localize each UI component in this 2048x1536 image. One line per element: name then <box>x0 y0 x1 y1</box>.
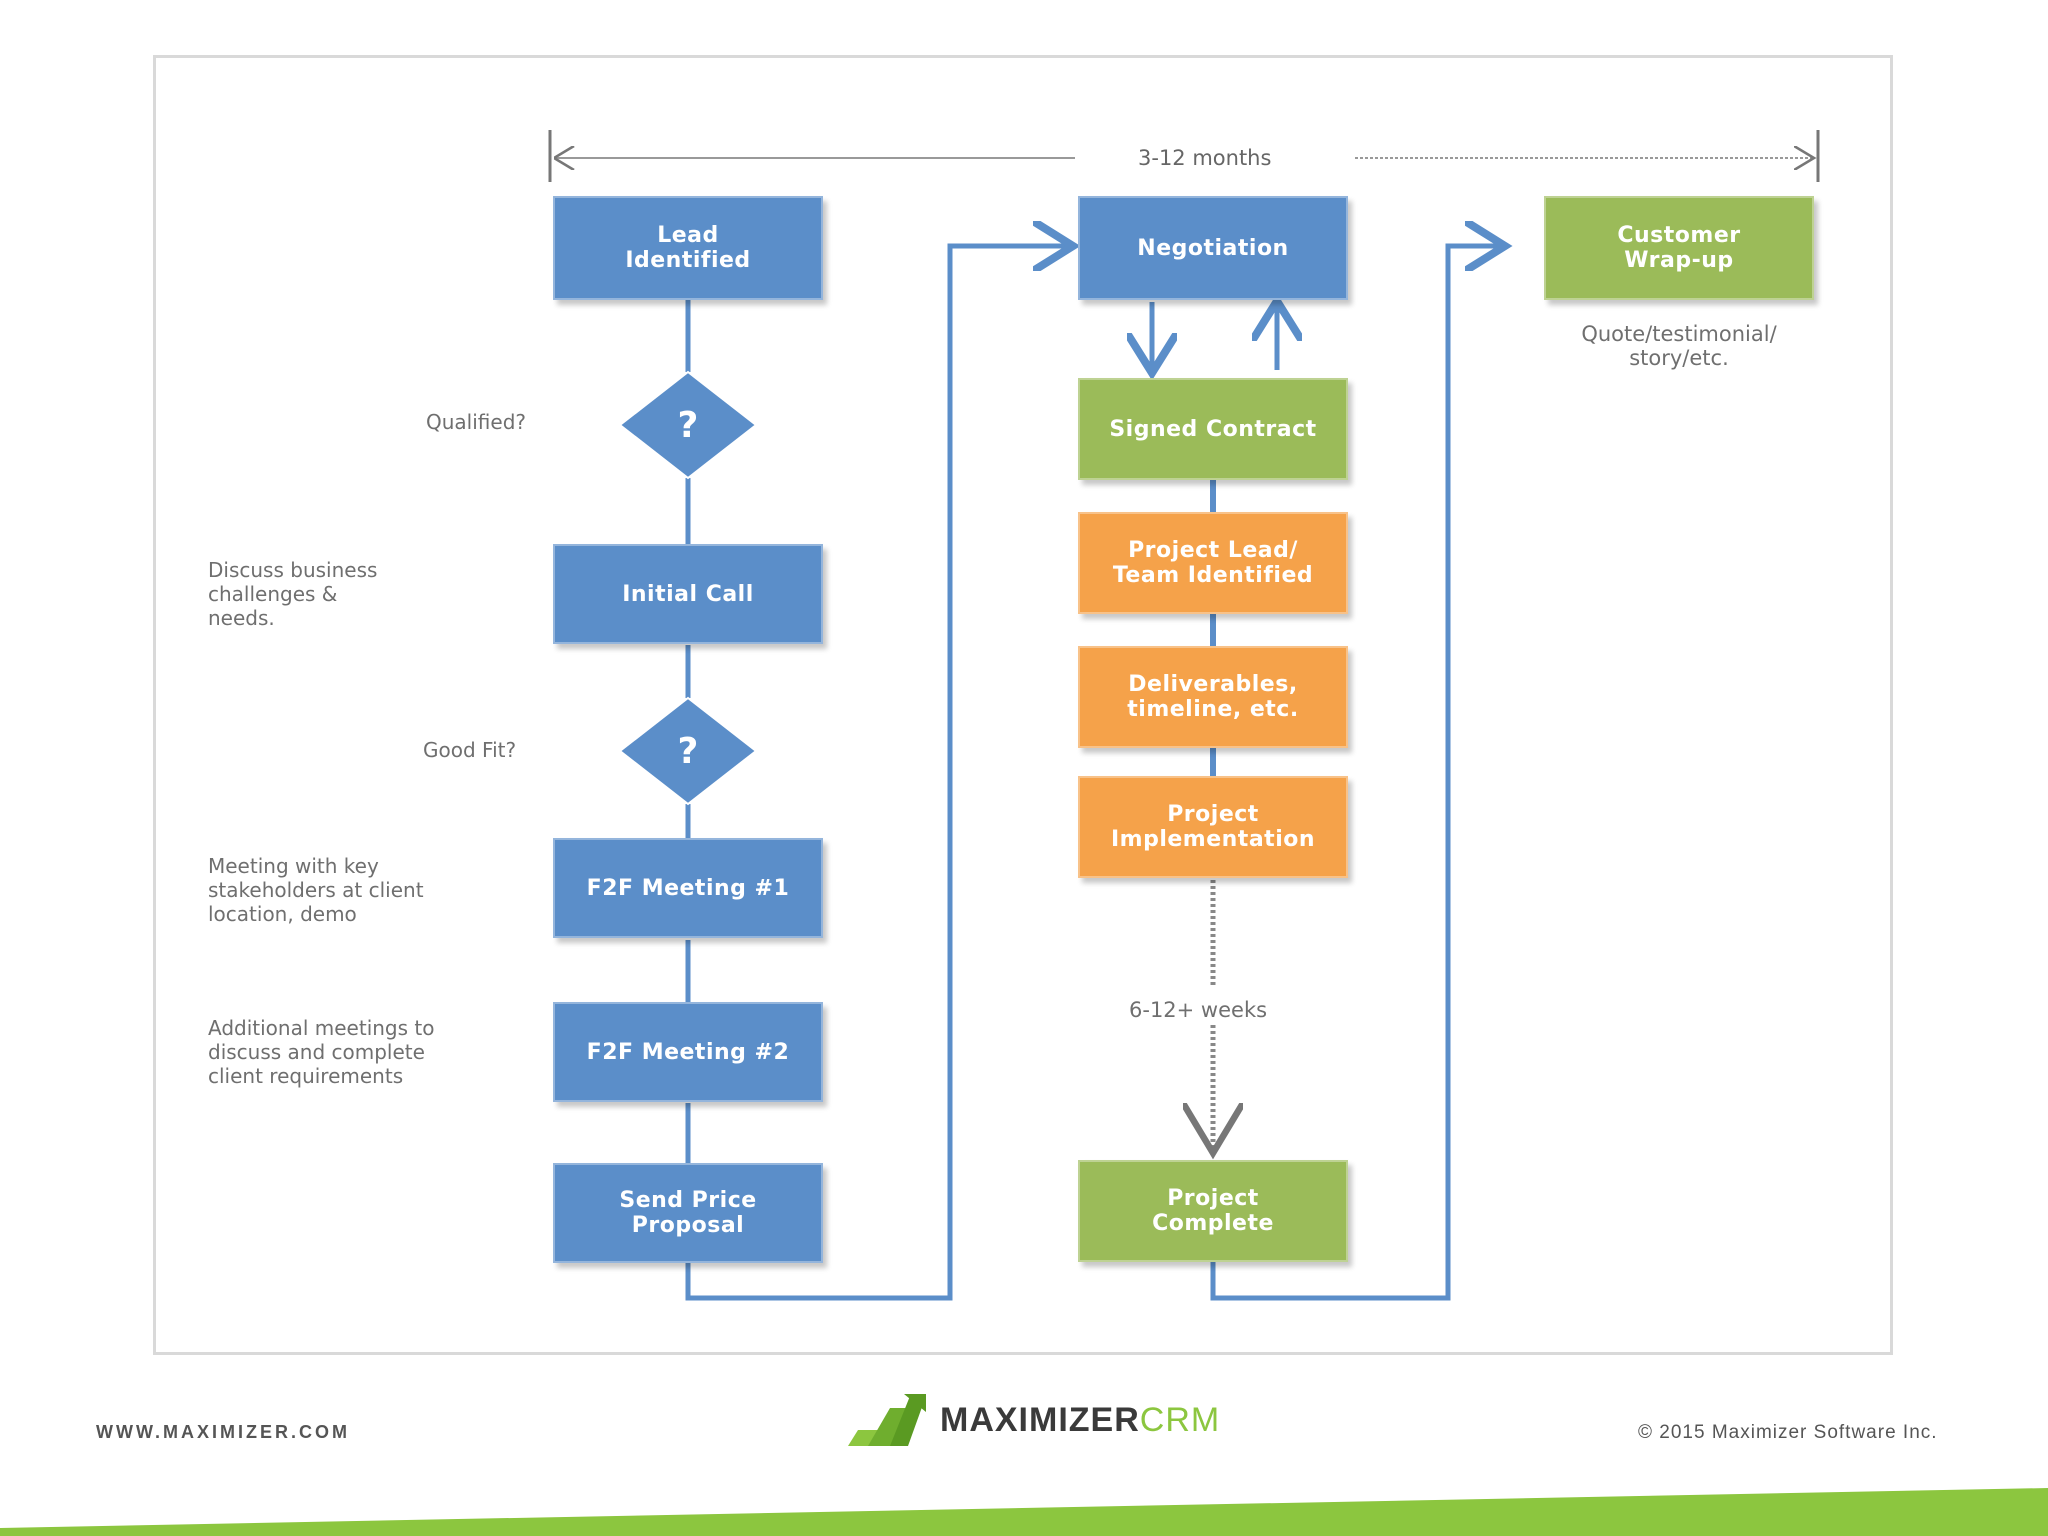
box-project-lead-team-label: Project Lead/ Team Identified <box>1112 538 1314 588</box>
box-project-complete[interactable]: Project Complete <box>1078 1160 1348 1262</box>
diamond-shape <box>618 696 758 806</box>
box-signed-contract-label: Signed Contract <box>1109 416 1317 442</box>
label-qualified: Qualified? <box>426 410 526 434</box>
label-discuss-business: Discuss business challenges & needs. <box>208 558 378 630</box>
label-additional-meetings: Additional meetings to discuss and compl… <box>208 1016 435 1088</box>
box-project-lead-team[interactable]: Project Lead/ Team Identified <box>1078 512 1348 614</box>
connector-complete-to-wrapup <box>1210 246 1500 1301</box>
logo-brand-text: MAXIMIZER <box>940 1400 1140 1439</box>
bottom-green-band <box>0 1488 2048 1536</box>
box-project-implementation[interactable]: Project Implementation <box>1078 776 1348 878</box>
box-project-implementation-label: Project Implementation <box>1110 802 1316 852</box>
box-project-complete-label: Project Complete <box>1152 1186 1274 1236</box>
label-good-fit: Good Fit? <box>423 738 517 762</box>
maximizer-logo: MAXIMIZER CRM <box>846 1392 1220 1448</box>
box-send-price-proposal-label: Send Price Proposal <box>619 1188 757 1238</box>
diamond-shape <box>618 370 758 480</box>
label-meeting-stakeholders: Meeting with key stakeholders at client … <box>208 854 424 926</box>
maximizer-chart-logo-icon <box>848 1394 926 1446</box>
box-deliverables-label: Deliverables, timeline, etc. <box>1127 672 1299 722</box>
logo-crm-text: CRM <box>1139 1400 1221 1439</box>
box-f2f-meeting-2[interactable]: F2F Meeting #2 <box>553 1002 823 1102</box>
box-customer-wrap-up[interactable]: Customer Wrap-up <box>1544 196 1814 300</box>
decision-qualified[interactable]: ? <box>618 370 758 480</box>
decision-qualified-symbol: ? <box>677 404 699 446</box>
box-deliverables[interactable]: Deliverables, timeline, etc. <box>1078 646 1348 748</box>
box-f2f-meeting-1[interactable]: F2F Meeting #1 <box>553 838 823 938</box>
box-negotiation[interactable]: Negotiation <box>1078 196 1348 300</box>
decision-good-fit[interactable]: ? <box>618 696 758 806</box>
box-customer-wrap-up-label: Customer Wrap-up <box>1617 223 1741 273</box>
label-quote-testimonial: Quote/testimonial/ story/etc. <box>1581 322 1777 370</box>
footer-copyright: © 2015 Maximizer Software Inc. <box>1638 1422 1938 1443</box>
box-initial-call-label: Initial Call <box>622 581 754 607</box>
decision-good-fit-symbol: ? <box>677 730 699 772</box>
box-f2f-meeting-1-label: F2F Meeting #1 <box>586 875 790 901</box>
box-initial-call[interactable]: Initial Call <box>553 544 823 644</box>
box-lead-identified[interactable]: Lead Identified <box>553 196 823 300</box>
box-send-price-proposal[interactable]: Send Price Proposal <box>553 1163 823 1263</box>
box-f2f-meeting-2-label: F2F Meeting #2 <box>586 1039 790 1065</box>
box-signed-contract[interactable]: Signed Contract <box>1078 378 1348 480</box>
box-lead-identified-label: Lead Identified <box>625 223 751 273</box>
label-weeks: 6-12+ weeks <box>1129 998 1268 1022</box>
footer-website-link[interactable]: WWW.MAXIMIZER.COM <box>96 1422 350 1442</box>
timeline-label: 3-12 months <box>1138 146 1272 170</box>
box-negotiation-label: Negotiation <box>1137 235 1289 261</box>
connector-proposal-to-negotiation <box>685 246 1068 1301</box>
